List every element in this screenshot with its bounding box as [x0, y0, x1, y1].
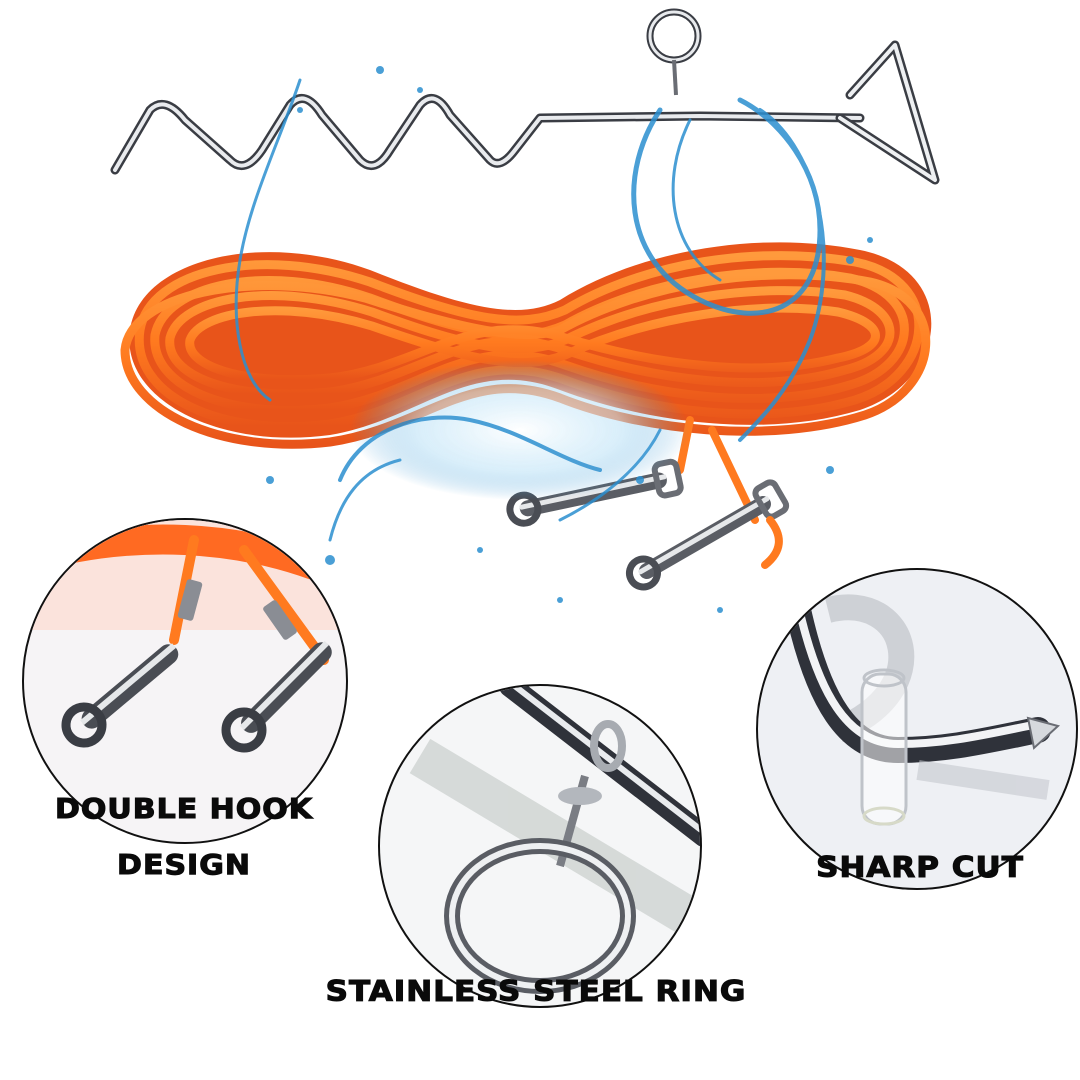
steel-ring-closeup	[409, 686, 700, 994]
sharp-cut-closeup	[785, 594, 1061, 826]
feature-circle-sharp-cut	[756, 568, 1078, 890]
feature-circle-double-hook	[22, 518, 348, 844]
water-splash	[234, 66, 873, 613]
feature-label-double-hook-line1: DOUBLE HOOK	[54, 793, 314, 826]
feature-label-sharp-cut: SHARP CUT	[816, 851, 1024, 885]
feature-label-stainless-ring: STAINLESS STEEL RING	[325, 975, 747, 1009]
spiral-stake	[110, 8, 940, 185]
feature-label-double-hook-line2: DESIGN	[116, 849, 251, 882]
feature-circle-stainless-ring	[378, 684, 702, 1008]
